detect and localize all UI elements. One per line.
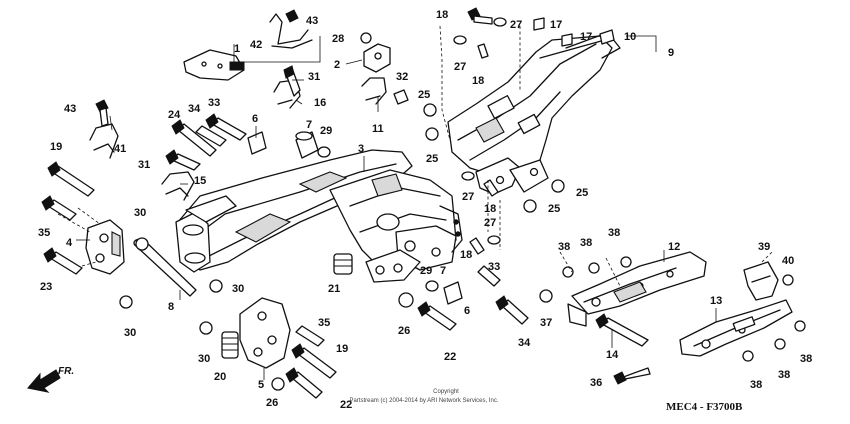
callout-43-left[interactable]: 43 [64, 103, 76, 115]
callout-31-top[interactable]: 31 [308, 71, 320, 83]
callout-17-right[interactable]: 17 [580, 31, 592, 43]
callout-20[interactable]: 20 [214, 371, 226, 383]
callout-27-b[interactable]: 27 [454, 61, 466, 73]
callout-40[interactable]: 40 [782, 255, 794, 267]
hardware-drawing [41, 7, 806, 399]
callout-19-left[interactable]: 19 [50, 141, 62, 153]
bushing-21-drawing [333, 253, 353, 275]
callout-25-b[interactable]: 25 [426, 153, 438, 165]
callout-1[interactable]: 1 [234, 43, 240, 55]
engine-hanger-4-drawing [85, 219, 125, 275]
bracket-2-drawing [363, 43, 391, 73]
callout-27-d[interactable]: 27 [484, 217, 496, 229]
callout-28[interactable]: 28 [332, 33, 344, 45]
clip-15-drawing [161, 171, 195, 201]
callout-37[interactable]: 37 [540, 317, 552, 329]
callout-11[interactable]: 11 [372, 123, 384, 135]
callout-18-mid[interactable]: 18 [472, 75, 484, 87]
callout-26-lower[interactable]: 26 [266, 397, 278, 409]
callout-27-c[interactable]: 27 [462, 191, 474, 203]
callout-25-c[interactable]: 25 [576, 187, 588, 199]
callout-30-b[interactable]: 30 [124, 327, 136, 339]
callout-9[interactable]: 9 [668, 47, 674, 59]
callout-22-right[interactable]: 22 [444, 351, 456, 363]
callout-6-upper[interactable]: 6 [252, 113, 258, 125]
callout-18-top[interactable]: 18 [436, 9, 448, 21]
callout-31-left[interactable]: 31 [138, 159, 150, 171]
callout-15[interactable]: 15 [194, 175, 206, 187]
rear-subframe-drawing [447, 33, 621, 195]
callout-29-lower[interactable]: 29 [420, 265, 432, 277]
callout-17-left[interactable]: 17 [550, 19, 562, 31]
callout-38-b[interactable]: 38 [580, 237, 592, 249]
callout-2[interactable]: 2 [334, 59, 340, 71]
bushing-6-drawing [247, 131, 463, 305]
front-direction-label: FR. [58, 366, 74, 377]
callout-38-d[interactable]: 38 [800, 353, 812, 365]
callout-30-a[interactable]: 30 [134, 207, 146, 219]
spacer-20-drawing [221, 331, 239, 359]
callout-30-d[interactable]: 30 [198, 353, 210, 365]
callout-29-upper[interactable]: 29 [320, 125, 332, 137]
callout-25-a[interactable]: 25 [418, 89, 430, 101]
callout-22-lower[interactable]: 22 [340, 399, 352, 411]
copyright-line-2: Partstream (c) 2004-2014 by ARI Network … [349, 398, 498, 404]
callout-16[interactable]: 16 [314, 97, 326, 109]
callout-19-lower[interactable]: 19 [336, 343, 348, 355]
plate-1-drawing [183, 49, 245, 81]
callout-10[interactable]: 10 [624, 31, 636, 43]
callout-38-c[interactable]: 38 [608, 227, 620, 239]
footpeg-bracket-12-drawing [567, 251, 707, 327]
callout-33-left[interactable]: 33 [208, 97, 220, 109]
callout-13[interactable]: 13 [710, 295, 722, 307]
clip-41-drawing [89, 123, 119, 159]
callout-14[interactable]: 14 [606, 349, 619, 361]
diagram-code: MEC4 - F3700B [666, 401, 743, 413]
callout-35-lower[interactable]: 35 [318, 317, 330, 329]
callout-38-a[interactable]: 38 [558, 241, 570, 253]
callout-36[interactable]: 36 [590, 377, 602, 389]
callout-32[interactable]: 32 [396, 71, 408, 83]
callout-30-c[interactable]: 30 [232, 283, 244, 295]
collar-7-drawing [295, 131, 319, 159]
copyright-line-1: Copyright [433, 389, 459, 395]
clip-42-drawing [269, 13, 313, 49]
callout-43-top[interactable]: 43 [306, 15, 318, 27]
main-frame-drawing [175, 149, 463, 283]
callout-23[interactable]: 23 [40, 281, 52, 293]
callout-6-lower[interactable]: 6 [464, 305, 470, 317]
callout-3[interactable]: 3 [358, 143, 364, 155]
callout-24[interactable]: 24 [168, 109, 181, 121]
callout-39[interactable]: 39 [758, 241, 770, 253]
callout-7-upper[interactable]: 7 [306, 119, 312, 131]
callout-7-lower[interactable]: 7 [440, 265, 446, 277]
callout-25-d[interactable]: 25 [548, 203, 560, 215]
callout-38-f[interactable]: 38 [778, 369, 790, 381]
callout-18-lower[interactable]: 18 [484, 203, 496, 215]
front-direction-arrow: FR. [27, 366, 74, 393]
engine-hanger-5-drawing [239, 297, 291, 369]
clip-11-drawing [361, 77, 387, 105]
callout-12[interactable]: 12 [668, 241, 680, 253]
callout-35-left[interactable]: 35 [38, 227, 50, 239]
callout-34-left[interactable]: 34 [188, 103, 201, 115]
callout-27-a[interactable]: 27 [510, 19, 522, 31]
collar-29-drawing [317, 146, 439, 292]
callout-4[interactable]: 4 [66, 237, 73, 249]
callout-21[interactable]: 21 [328, 283, 340, 295]
footpeg-bracket-13-drawing [679, 261, 793, 357]
leader-lines [57, 25, 773, 380]
callout-18-bottom[interactable]: 18 [460, 249, 472, 261]
callout-26-right[interactable]: 26 [398, 325, 410, 337]
callout-38-e[interactable]: 38 [750, 379, 762, 391]
callout-8[interactable]: 8 [168, 301, 174, 313]
part-callouts: 1 2 3 4 5 6 6 7 7 8 9 10 11 12 13 14 15 … [38, 9, 812, 411]
callout-41[interactable]: 41 [114, 143, 126, 155]
callout-42[interactable]: 42 [250, 39, 262, 51]
callout-5[interactable]: 5 [258, 379, 264, 391]
callout-33-right[interactable]: 33 [488, 261, 500, 273]
callout-34-right[interactable]: 34 [518, 337, 531, 349]
